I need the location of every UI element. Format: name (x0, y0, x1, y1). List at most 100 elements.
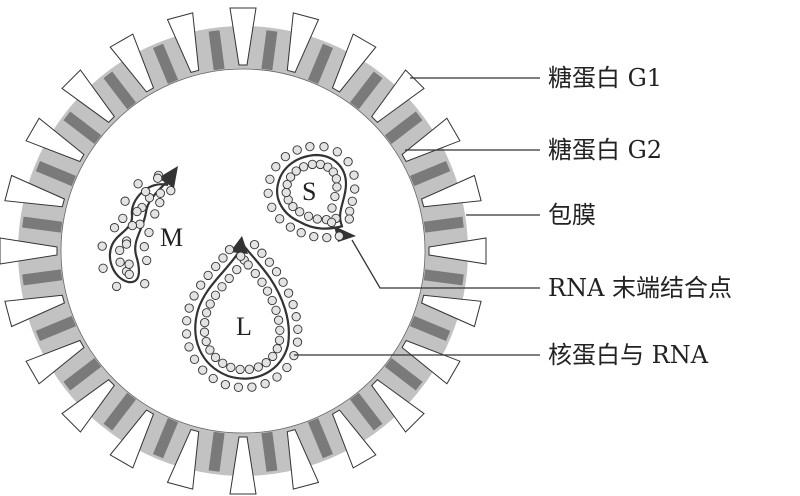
nucleoprotein-bead (307, 159, 318, 170)
label-envelope: 包膜 (548, 201, 596, 229)
g1-spike (401, 117, 461, 163)
nucleoprotein-bead (285, 172, 296, 182)
g1-spike (229, 436, 257, 495)
nucleoprotein-bead (124, 259, 134, 269)
nucleoprotein-bead (133, 179, 143, 189)
nucleoprotein-bead (98, 263, 108, 273)
g1-spike (166, 429, 200, 490)
g2-spike (208, 431, 225, 472)
nucleoprotein-bead (282, 362, 292, 373)
g1-spike (421, 294, 482, 328)
nucleoprotein-bead (218, 358, 228, 368)
segment-l-label: L (236, 312, 252, 341)
nucleoprotein-bead (217, 282, 227, 292)
segment-s-label: S (302, 177, 316, 206)
nucleoprotein-bead (257, 248, 267, 258)
nucleoprotein-bead (182, 316, 192, 326)
nucleoprotein-bead (343, 157, 353, 167)
nucleoprotein-bead (263, 188, 273, 198)
nucleoprotein-bead (224, 244, 235, 255)
nucleoprotein-bead (344, 214, 354, 224)
g2-spike (423, 216, 464, 233)
nucleoprotein-bead (200, 317, 210, 328)
nucleoprotein-bead (272, 372, 282, 382)
nucleoprotein-bead (150, 209, 160, 219)
nucleoprotein-bead (283, 288, 294, 298)
nucleoprotein-bead (275, 325, 285, 335)
nucleoprotein-bead (184, 303, 194, 313)
nucleoprotein-bead (332, 147, 342, 157)
nucleoprotein-bead (271, 267, 282, 277)
nucleoprotein-bead (326, 217, 337, 228)
label-glycoprotein-g1: 糖蛋白 G1 (548, 64, 662, 92)
nucleoprotein-bead (97, 241, 107, 251)
nucleoprotein-bead (144, 227, 154, 238)
nucleoprotein-bead (278, 277, 288, 287)
nucleoprotein-bead (155, 188, 166, 198)
g2-spike (35, 315, 76, 341)
nucleoprotein-bead (292, 337, 303, 347)
segment-l: L (181, 236, 303, 392)
nucleoprotein-bead (312, 214, 322, 224)
g1-spike (109, 409, 155, 469)
nucleoprotein-bead (327, 203, 337, 213)
g1-spike (229, 7, 257, 66)
nucleoprotein-bead (203, 270, 213, 281)
g2-spike (208, 30, 225, 71)
nucleoprotein-bead (295, 207, 305, 217)
nucleoprotein-bead (208, 373, 218, 384)
nucleoprotein-bead (293, 324, 303, 334)
g1-spike (421, 174, 482, 208)
nucleoprotein-bead (280, 151, 291, 162)
nucleoprotein-bead (267, 202, 277, 212)
g1-spike (25, 117, 85, 163)
leader-line-rna-end (351, 239, 540, 289)
nucleoprotein-bead (226, 362, 236, 373)
segment-s-nucleoprotein-beads (263, 141, 360, 243)
g2-spike (423, 269, 464, 286)
g1-spike (331, 409, 377, 469)
g1-spike (286, 12, 320, 73)
nucleoprotein-bead (189, 291, 199, 301)
nucleoprotein-bead (189, 354, 200, 364)
nucleoprotein-bead (292, 145, 302, 155)
nucleoprotein-bead (120, 196, 130, 206)
nucleoprotein-bead (303, 211, 314, 221)
nucleoprotein-bead (166, 185, 176, 196)
nucleoprotein-bead (115, 245, 125, 256)
nucleoprotein-bead (332, 182, 342, 192)
nucleoprotein-bead (201, 308, 212, 318)
label-nucleoprotein-rna: 核蛋白与 RNA (548, 341, 709, 369)
g1-spike (4, 294, 65, 328)
nucleoprotein-bead (274, 335, 285, 345)
g2-spike (261, 30, 278, 71)
nucleoprotein-bead (264, 257, 275, 267)
nucleoprotein-bead (261, 358, 271, 368)
g2-spike (103, 71, 136, 110)
nucleoprotein-bead (262, 286, 273, 296)
nucleoprotein-bead (296, 228, 306, 238)
nucleoprotein-bead (224, 273, 234, 284)
nucleoprotein-bead (281, 187, 291, 198)
nucleoprotein-bead (288, 201, 298, 212)
nucleoprotein-bead (253, 362, 263, 372)
nucleoprotein-bead (181, 329, 192, 339)
nucleoprotein-bead (236, 251, 246, 261)
segment-s: S (263, 141, 360, 243)
nucleoprotein-bead (121, 239, 132, 249)
nucleoprotein-bead (260, 379, 270, 389)
g2-spike (63, 358, 102, 391)
segment-m-rna-strand (108, 177, 171, 284)
segment-m-label: M (160, 223, 183, 252)
nucleoprotein-bead (118, 213, 128, 224)
g2-spike (350, 71, 383, 110)
nucleoprotein-bead (205, 345, 215, 355)
g1-spike (61, 69, 115, 123)
nucleoprotein-bead (127, 220, 138, 231)
nucleoprotein-bead (109, 223, 120, 233)
nucleoprotein-bead (319, 142, 329, 152)
nucleoprotein-bead (247, 382, 257, 392)
g2-spike (410, 161, 451, 187)
segment-m: M (97, 166, 183, 292)
nucleoprotein-bead (233, 382, 244, 392)
